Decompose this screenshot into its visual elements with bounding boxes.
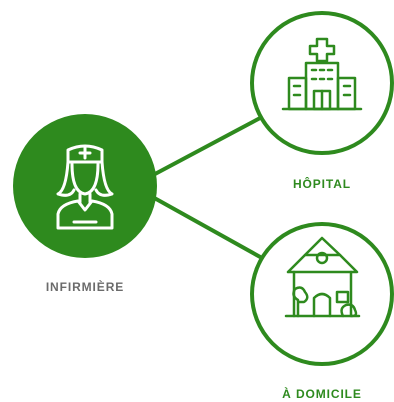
nurse-label: INFIRMIÈRE	[46, 279, 124, 294]
nurse-icon	[56, 144, 114, 230]
home-node: À DOMICILE	[250, 222, 394, 401]
hospital-node: HÔPITAL	[250, 11, 394, 191]
connector-nurse-home	[138, 188, 264, 260]
nurse-node	[13, 114, 157, 258]
connector-nurse-hospital	[138, 115, 264, 184]
hospital-icon	[281, 37, 363, 111]
hospital-circle	[250, 11, 394, 155]
hospital-label: HÔPITAL	[293, 176, 351, 191]
house-icon	[284, 236, 361, 318]
nurse-circle	[13, 114, 157, 258]
home-label: À DOMICILE	[282, 386, 362, 401]
